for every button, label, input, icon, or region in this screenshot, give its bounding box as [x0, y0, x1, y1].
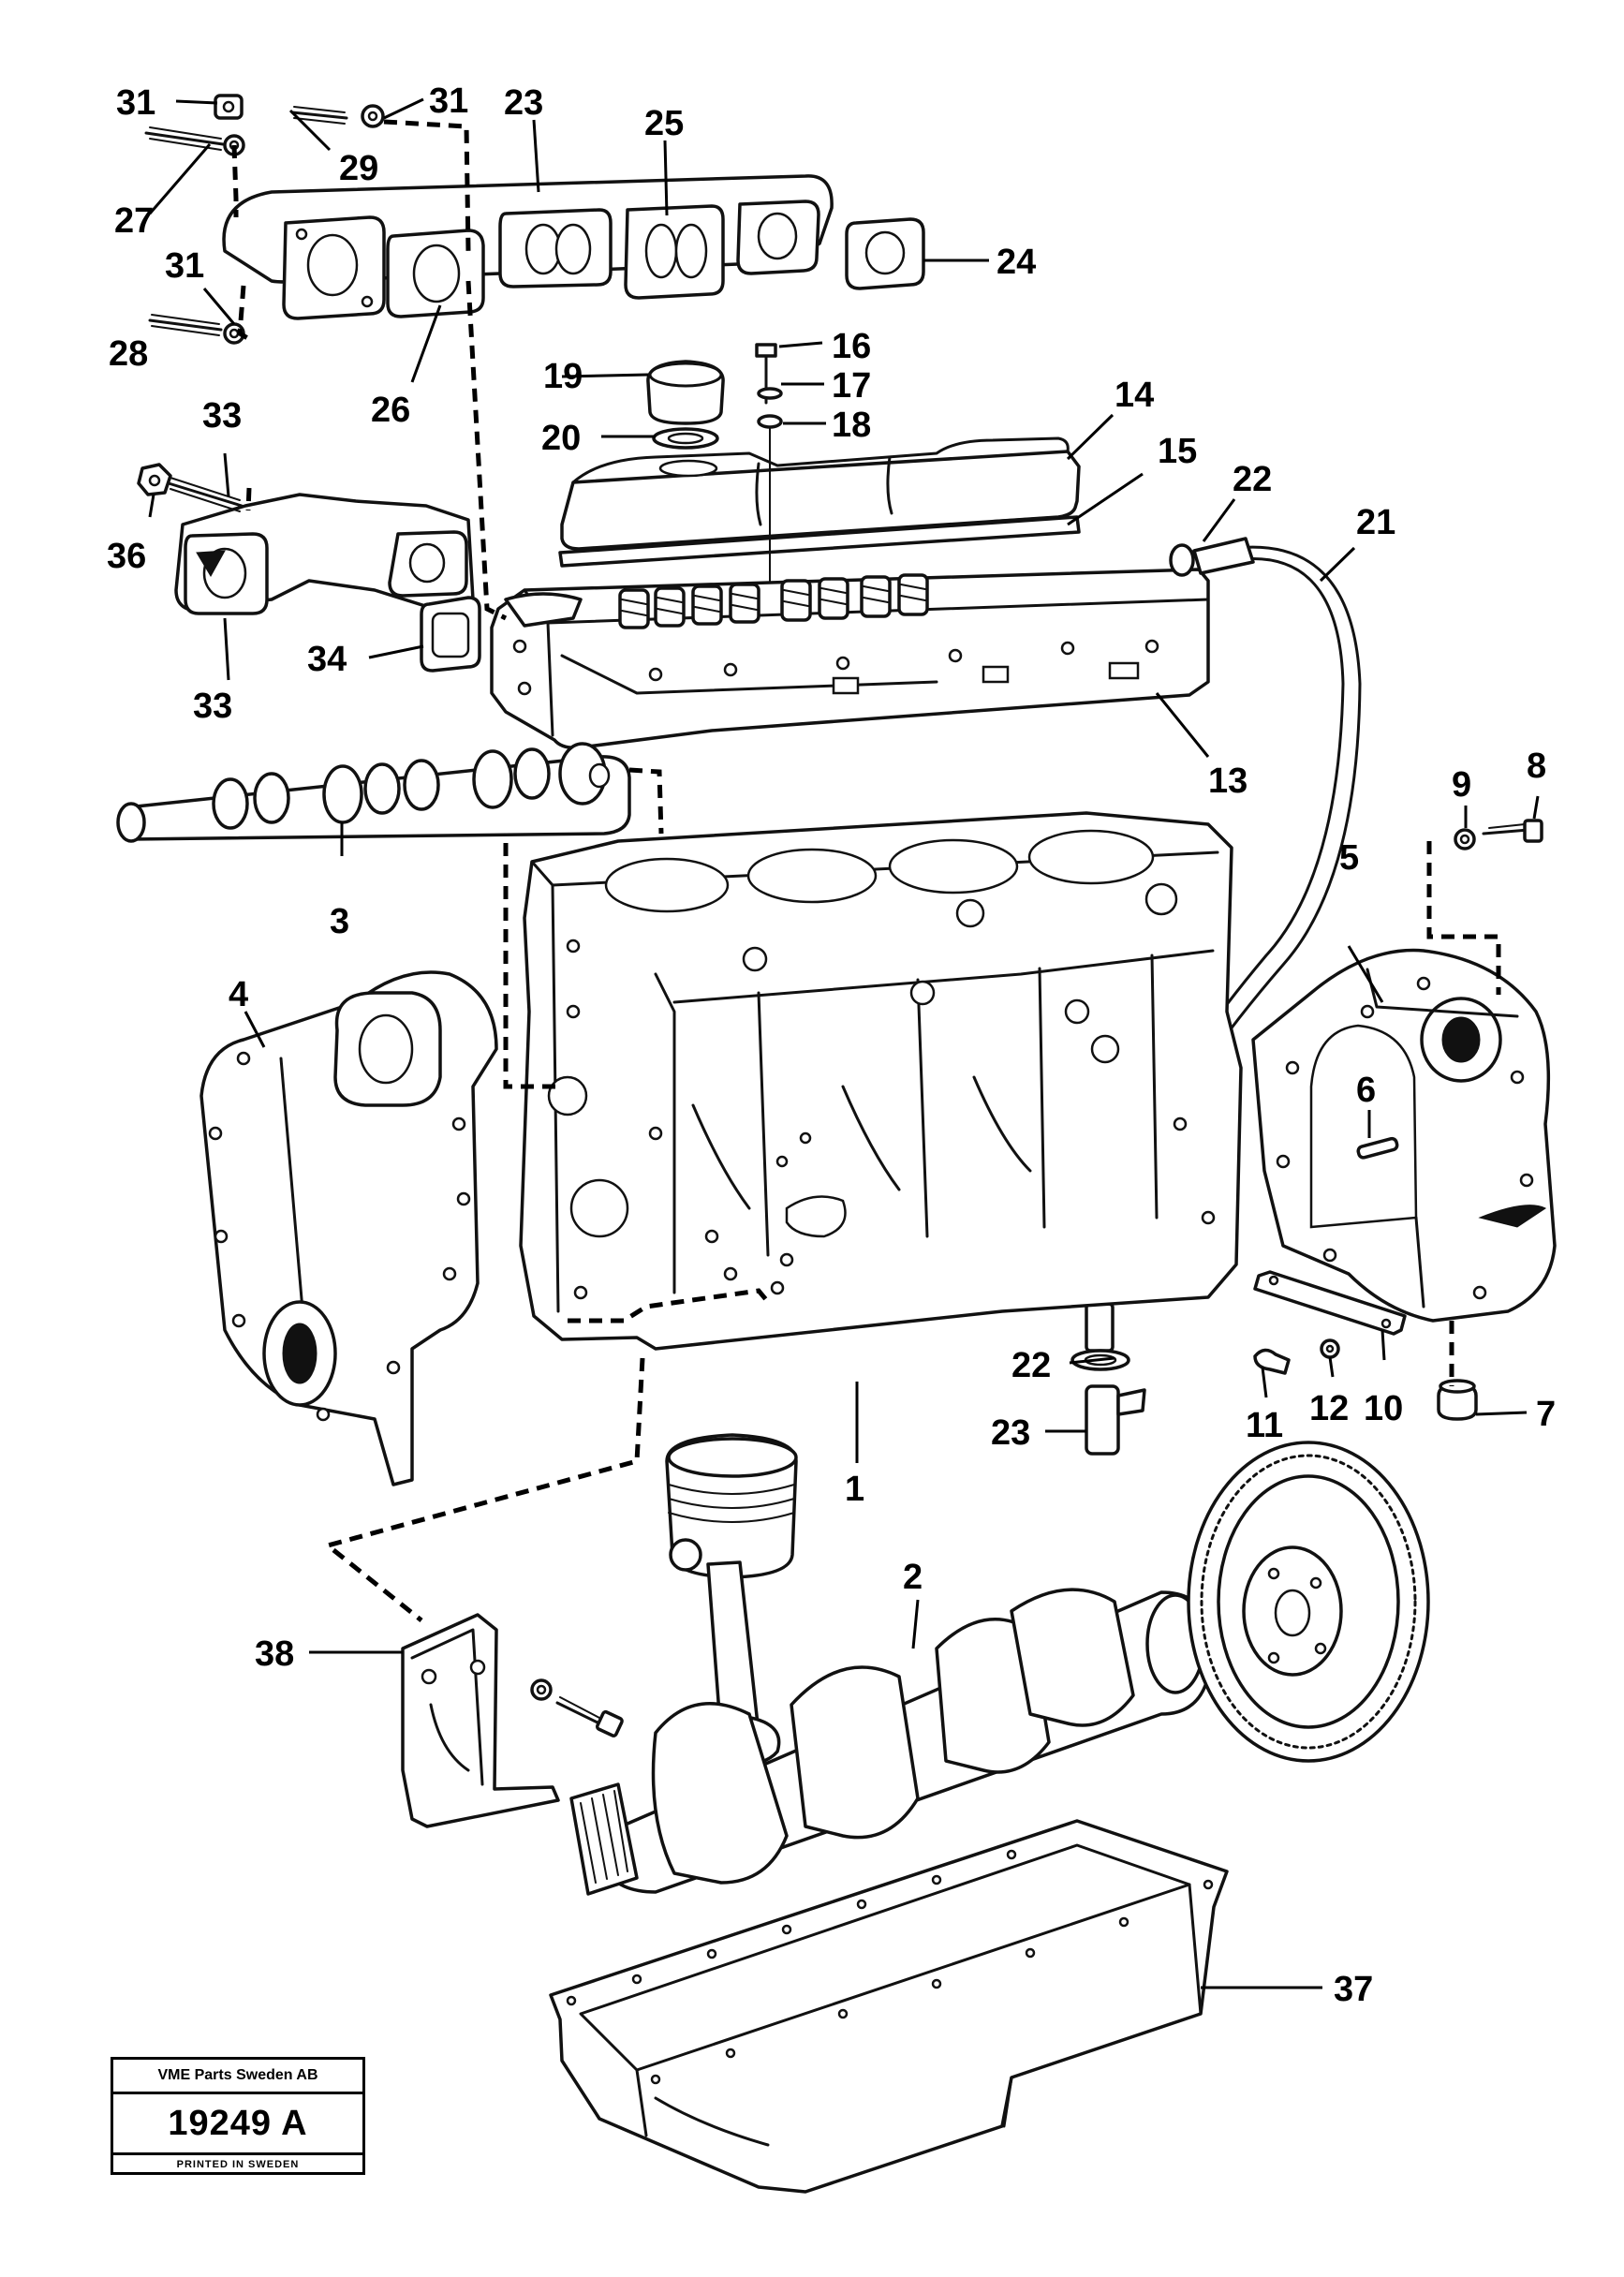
callout-2: 2: [903, 1558, 923, 1597]
valve-cover-gasket: [558, 515, 1081, 568]
callout-27: 26: [371, 391, 410, 430]
callout-11: 11: [1246, 1406, 1283, 1445]
callout-12: 12: [1309, 1389, 1349, 1428]
intake-manifold: [174, 493, 475, 615]
callout-16: 16: [832, 327, 871, 366]
callout-25: 24: [997, 243, 1036, 282]
callout-33: 33: [193, 687, 232, 726]
callout-26: 25: [644, 104, 684, 143]
callout-22-bottom: 22: [1011, 1346, 1051, 1385]
engine-mount-bracket: [401, 1613, 624, 1828]
callout-10: 10: [1364, 1389, 1403, 1428]
callout-23: 23: [991, 1413, 1030, 1453]
flywheel-housing: [1251, 948, 1557, 1323]
flywheel: [1187, 1441, 1430, 1763]
mounting-bracket: [1253, 1270, 1407, 1375]
oil-sump: [549, 1819, 1229, 2194]
callout-20: 20: [541, 419, 581, 458]
drain-plug: [1437, 1379, 1478, 1421]
callout-13: 13: [1208, 761, 1248, 801]
callout-37: 37: [1334, 1970, 1373, 2009]
callout-30: 29: [339, 149, 378, 188]
callout-17: 17: [832, 366, 871, 406]
stamp-company: VME Parts Sweden AB: [113, 2060, 362, 2094]
callout-38: 38: [255, 1634, 294, 1674]
callout-4: 4: [229, 975, 248, 1014]
callout-9: 9: [1452, 765, 1471, 805]
callout-14: 14: [1115, 376, 1154, 415]
engine-block: [519, 811, 1243, 1351]
stamp-number: 19249 A: [113, 2094, 362, 2155]
callout-15: 15: [1158, 432, 1197, 471]
callout-3: 3: [330, 902, 349, 941]
callout-8: 8: [1527, 747, 1546, 786]
callout-22-top: 22: [1233, 460, 1272, 499]
callout-21: 21: [1356, 503, 1395, 542]
timing-cover: [199, 970, 498, 1486]
callout-36: 36: [107, 537, 146, 576]
callout-18: 18: [832, 406, 871, 445]
exhaust-manifold: [222, 174, 834, 320]
callout-29: 28: [109, 334, 148, 374]
callout-24: 23: [504, 83, 543, 123]
housing-bolt-washer: [1454, 819, 1543, 850]
cover-screw-washers: [755, 343, 783, 600]
oil-filler-cap: [646, 360, 725, 450]
callout-31-top: 31: [429, 81, 468, 121]
callout-labels: 31 31 23 25 29 27 24 31 28 26 16 19 17 3…: [107, 81, 1556, 2009]
callout-19: 19: [543, 357, 583, 396]
cylinder-head: [490, 568, 1210, 750]
stud-nut-35-36: [137, 463, 244, 512]
assembly-dashed-lines: [231, 119, 1501, 1622]
camshaft: [116, 742, 631, 843]
callout-1: 1: [845, 1470, 864, 1509]
callout-5: 5: [1339, 838, 1359, 878]
callout-31-left: 31: [165, 246, 204, 286]
callout-7: 7: [1536, 1395, 1556, 1434]
leader-lines: [148, 97, 1540, 1989]
intake-gasket-34: [420, 596, 481, 673]
callout-32: 31: [116, 83, 155, 123]
callout-6: 6: [1356, 1071, 1376, 1110]
callout-28: 27: [114, 201, 154, 241]
callout-35: 33: [202, 396, 242, 436]
callout-34: 34: [307, 640, 347, 679]
manifold-gasket-25: [845, 217, 925, 290]
stamp-printed: PRINTED IN SWEDEN: [176, 2159, 300, 2170]
publisher-stamp: VME Parts Sweden AB 19249 A PRINTED IN S…: [111, 2057, 365, 2175]
valve-springs: [618, 573, 929, 629]
crankshaft: [569, 1588, 1210, 1896]
